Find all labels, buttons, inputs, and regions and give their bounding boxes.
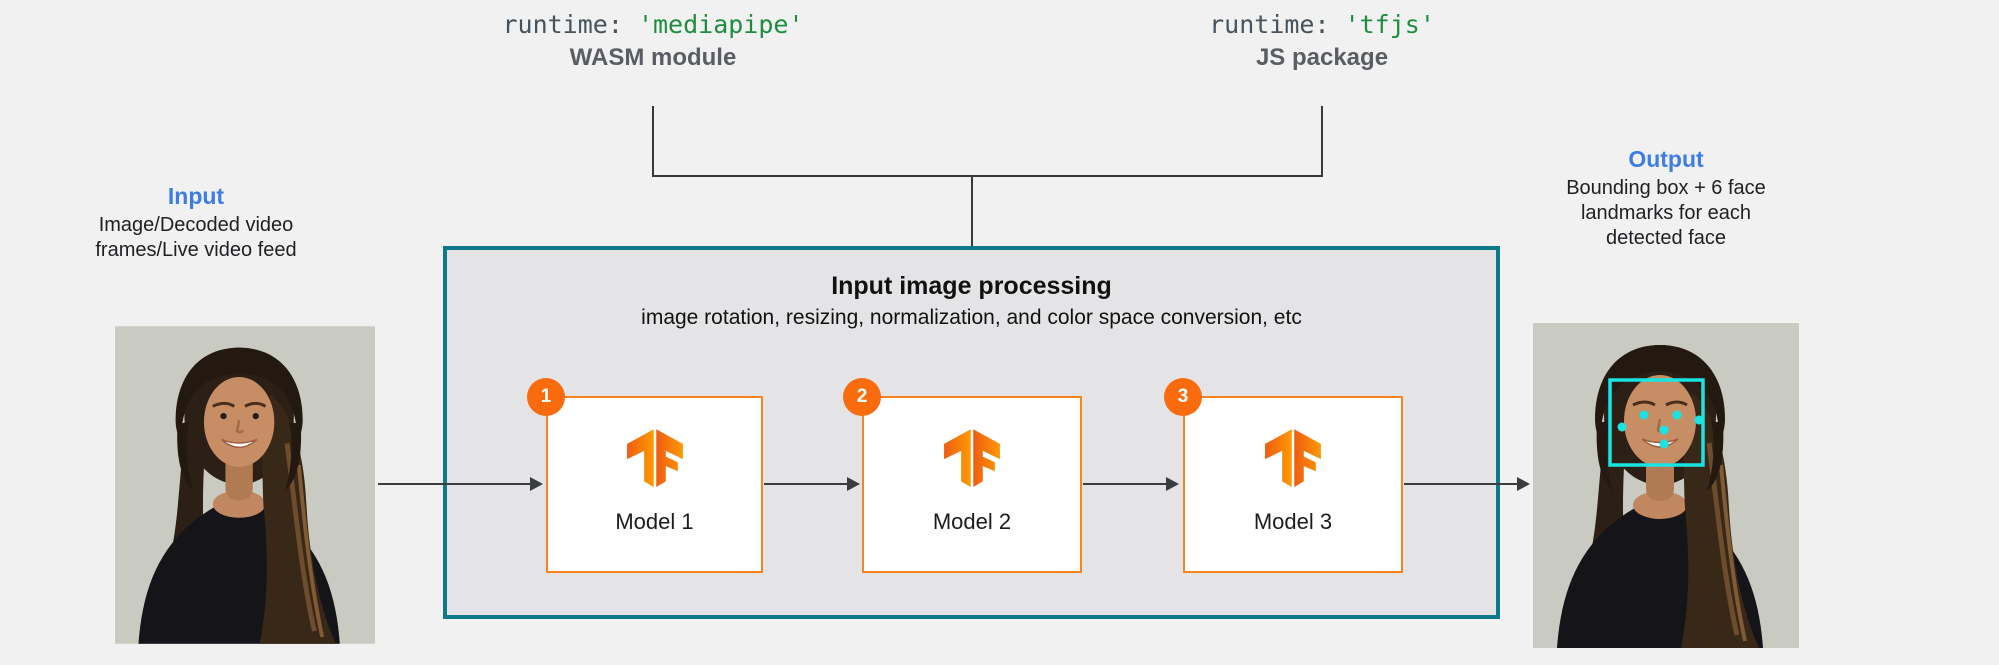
connector-horizontal xyxy=(652,175,1323,177)
output-photo xyxy=(1533,323,1799,648)
output-caption-line2: landmarks for each xyxy=(1580,202,1752,224)
processing-subtitle: image rotation, resizing, normalization,… xyxy=(641,306,1302,329)
input-caption-line2: frames/Live video feed xyxy=(95,239,297,261)
arrow-model1-to-model2 xyxy=(764,477,860,491)
model-1-box: 1 Model 1 xyxy=(527,378,763,573)
model-2-box: 2 Model 2 xyxy=(843,378,1082,573)
model-3-label: Model 3 xyxy=(1253,509,1333,534)
input-photo xyxy=(115,323,375,647)
step-2-badge: 2 xyxy=(843,378,881,416)
connector-left-vertical xyxy=(652,106,654,177)
input-title: Input xyxy=(167,183,225,209)
output-label-block: Output Bounding box + 6 face landmarks f… xyxy=(1486,146,1846,251)
output-caption-line3: detected face xyxy=(1605,227,1727,249)
tensorflow-logo-icon xyxy=(622,428,688,489)
woman-portrait-illustration xyxy=(115,323,375,647)
face-landmark-dot-left-eye xyxy=(1639,410,1649,420)
tensorflow-logo-icon xyxy=(1260,428,1326,489)
tensorflow-logo-icon xyxy=(939,428,1005,489)
face-landmark-dot-right-ear xyxy=(1694,415,1704,425)
face-detection-overlay xyxy=(1608,378,1705,467)
input-caption: Image/Decoded video frames/Live video fe… xyxy=(16,213,376,263)
arrow-model2-to-model3 xyxy=(1083,477,1179,491)
output-caption: Bounding box + 6 face landmarks for each… xyxy=(1486,176,1846,251)
runtime-mediapipe-caption: WASM module xyxy=(569,44,737,71)
arrow-input-to-model1 xyxy=(378,477,543,491)
connector-center-drop xyxy=(971,177,973,247)
output-title: Output xyxy=(1628,146,1704,172)
face-landmark-dot-right-eye xyxy=(1672,410,1682,420)
model-1-label: Model 1 xyxy=(615,509,694,534)
step-3-badge: 3 xyxy=(1164,378,1202,416)
input-label-block: Input Image/Decoded video frames/Live vi… xyxy=(16,183,376,263)
model-2-label: Model 2 xyxy=(932,509,1012,534)
runtime-tfjs-caption: JS package xyxy=(1255,44,1389,71)
face-bounding-box xyxy=(1608,378,1705,467)
code-key: runtime: xyxy=(502,10,638,39)
input-caption-line1: Image/Decoded video xyxy=(98,214,294,236)
connector-right-vertical xyxy=(1321,106,1323,177)
model-3-box: 3 Model 3 xyxy=(1164,378,1403,573)
runtime-tfjs-code: runtime: 'tfjs' xyxy=(1092,10,1552,40)
code-key: runtime: xyxy=(1209,10,1345,39)
code-value: 'mediapipe' xyxy=(637,10,804,39)
step-1-badge: 1 xyxy=(527,378,565,416)
output-caption-line1: Bounding box + 6 face xyxy=(1566,177,1766,199)
face-landmark-dot-left-ear xyxy=(1617,422,1627,432)
face-landmark-dot-nose xyxy=(1659,425,1669,435)
face-landmark-dot-mouth xyxy=(1659,439,1669,449)
runtime-tfjs-label: runtime: 'tfjs' JS package xyxy=(1092,10,1552,73)
code-value: 'tfjs' xyxy=(1344,10,1435,39)
runtime-mediapipe-label: runtime: 'mediapipe' WASM module xyxy=(423,10,883,73)
runtime-mediapipe-code: runtime: 'mediapipe' xyxy=(423,10,883,40)
arrow-model3-to-output xyxy=(1404,477,1530,491)
processing-title: Input image processing xyxy=(831,272,1112,300)
